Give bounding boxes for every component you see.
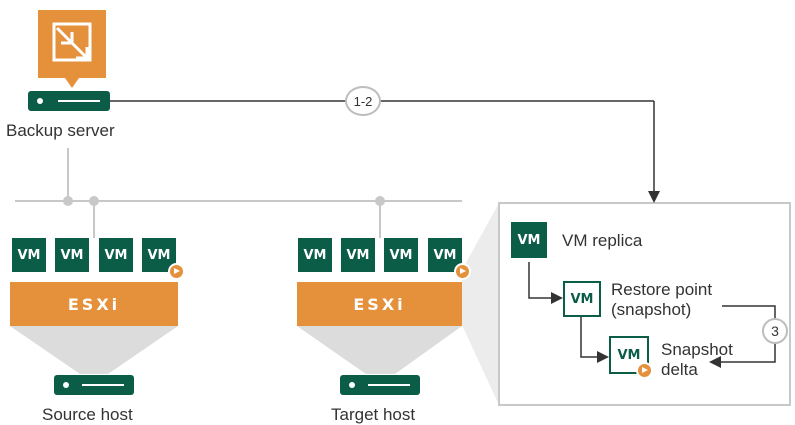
step-3-badge: 3 <box>762 318 788 344</box>
target-vm-1: VM <box>298 238 332 272</box>
target-host-node <box>340 375 420 395</box>
replica-to-restore-arrow <box>528 262 563 304</box>
bus-junction-3 <box>375 196 385 206</box>
target-vm-play-icon <box>454 263 471 280</box>
backup-server-node <box>28 91 110 111</box>
replica-vm: VM <box>511 222 547 258</box>
restore-point-vm: VM <box>563 281 601 317</box>
restore-point-label-line1: Restore point <box>611 280 713 299</box>
source-funnel <box>10 326 178 374</box>
target-funnel <box>297 326 462 374</box>
bus-junction-2 <box>89 196 99 206</box>
bus-junction-1 <box>63 196 73 206</box>
source-vm-play-icon <box>168 263 185 280</box>
target-esxi-bar: ESXi <box>297 282 462 326</box>
source-esxi-bar: ESXi <box>10 282 178 326</box>
source-host-label: Source host <box>42 405 133 424</box>
replica-label: VM replica <box>562 231 643 250</box>
backup-server-label: Backup server <box>6 121 115 140</box>
source-vm-3: VM <box>99 238 133 272</box>
target-vm-2: VM <box>341 238 375 272</box>
snapshot-delta-label-line2: delta <box>661 360 698 379</box>
target-host-label: Target host <box>331 405 416 424</box>
restore-point-label-line2: (snapshot) <box>611 300 692 319</box>
source-vm-1: VM <box>12 238 46 272</box>
restore-to-delta-arrow <box>580 315 609 363</box>
zoom-callout <box>462 203 499 405</box>
source-vm-2: VM <box>55 238 89 272</box>
snapshot-delta-play-icon <box>636 362 653 379</box>
snapshot-delta-label-line1: Snapshot <box>661 340 733 359</box>
backup-server-icon <box>38 10 106 88</box>
source-host-node <box>54 375 134 395</box>
step-1-2-badge: 1-2 <box>345 86 381 116</box>
target-vm-3: VM <box>384 238 418 272</box>
